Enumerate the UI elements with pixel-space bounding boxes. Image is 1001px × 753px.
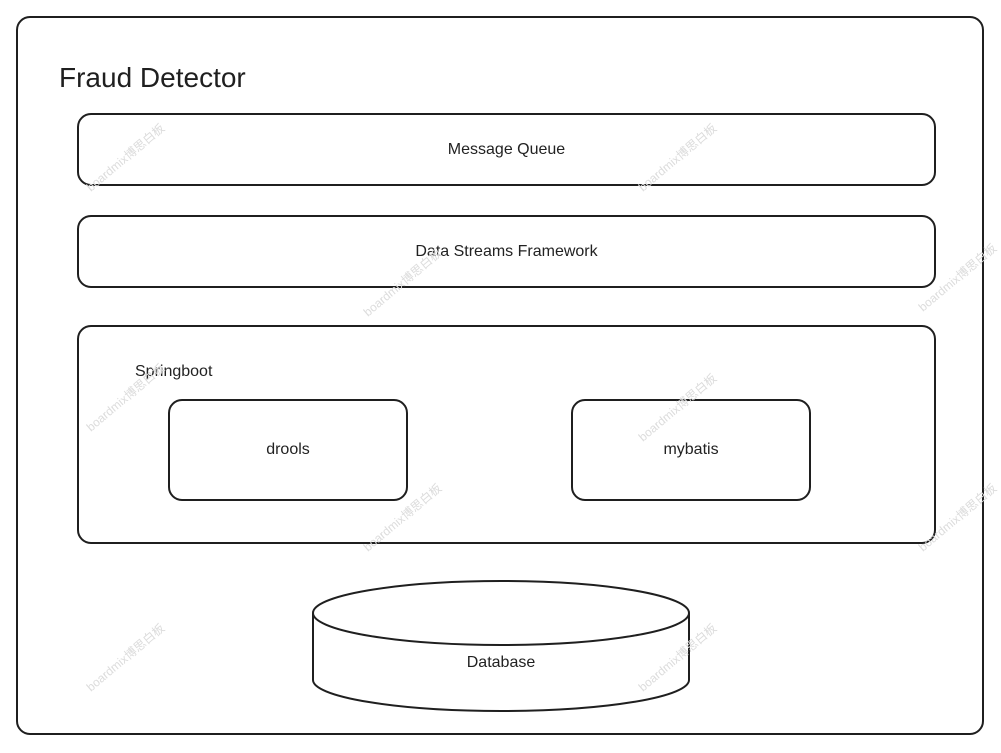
drools-box[interactable]: drools	[168, 399, 408, 501]
data-streams-framework-box[interactable]: Data Streams Framework	[77, 215, 936, 288]
message-queue-box[interactable]: Message Queue	[77, 113, 936, 186]
mybatis-label: mybatis	[663, 441, 719, 458]
database-label: Database	[466, 654, 536, 671]
database-cylinder-top	[312, 580, 690, 646]
data-streams-framework-label: Data Streams Framework	[415, 242, 598, 260]
message-queue-label: Message Queue	[447, 140, 566, 158]
springboot-label: Springboot	[135, 363, 213, 380]
fraud-detector-frame	[16, 16, 984, 735]
springboot-container[interactable]	[77, 325, 936, 544]
diagram-title: Fraud Detector	[59, 62, 246, 93]
drools-label: drools	[266, 441, 310, 458]
mybatis-box[interactable]: mybatis	[571, 399, 811, 501]
